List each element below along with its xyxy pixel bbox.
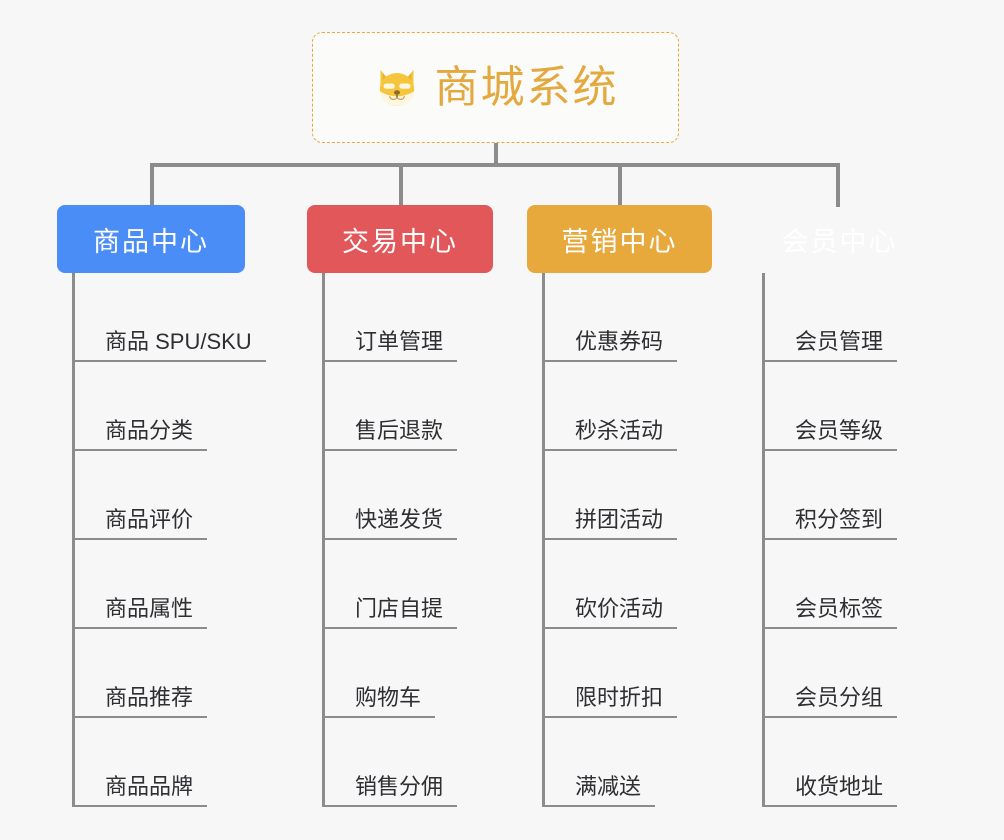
leaf-underline bbox=[72, 627, 207, 629]
leaf-item[interactable]: 购物车 bbox=[307, 629, 493, 718]
leaf-item-label: 积分签到 bbox=[795, 507, 884, 532]
leaf-item-label: 拼团活动 bbox=[575, 507, 664, 532]
branch-column: 交易中心订单管理售后退款快递发货门店自提购物车销售分佣 bbox=[307, 205, 493, 807]
leaf-item[interactable]: 收货地址 bbox=[747, 718, 932, 807]
leaf-underline bbox=[322, 716, 435, 718]
leaf-item-label: 秒杀活动 bbox=[575, 418, 664, 443]
leaf-item-label: 会员分组 bbox=[795, 685, 884, 710]
leaf-underline bbox=[72, 449, 207, 451]
leaf-item[interactable]: 积分签到 bbox=[747, 451, 932, 540]
leaf-item[interactable]: 商品品牌 bbox=[57, 718, 245, 807]
leaf-list: 商品 SPU/SKU 商品分类商品评价商品属性商品推荐商品品牌 bbox=[57, 273, 266, 807]
leaf-underline bbox=[762, 716, 897, 718]
connector-drop-2 bbox=[399, 163, 403, 207]
leaf-item[interactable]: 商品推荐 bbox=[57, 629, 245, 718]
leaf-item[interactable]: 门店自提 bbox=[307, 540, 493, 629]
leaf-underline bbox=[322, 805, 457, 807]
leaf-item[interactable]: 砍价活动 bbox=[527, 540, 712, 629]
leaf-list: 会员管理会员等级积分签到会员标签会员分组收货地址 bbox=[747, 273, 932, 807]
leaf-item-label: 商品推荐 bbox=[105, 685, 194, 710]
leaf-underline bbox=[322, 627, 457, 629]
leaf-underline bbox=[762, 538, 897, 540]
leaf-underline bbox=[762, 805, 897, 807]
branch-spine bbox=[542, 273, 545, 807]
leaf-item[interactable]: 满减送 bbox=[527, 718, 712, 807]
leaf-item-label: 满减送 bbox=[575, 774, 642, 799]
leaf-item[interactable]: 会员等级 bbox=[747, 362, 932, 451]
leaf-item-label: 商品评价 bbox=[105, 507, 194, 532]
leaf-underline bbox=[322, 360, 457, 362]
connector-drop-1 bbox=[150, 163, 154, 207]
leaf-item[interactable]: 售后退款 bbox=[307, 362, 493, 451]
leaf-underline bbox=[542, 627, 677, 629]
leaf-item-label: 会员等级 bbox=[795, 418, 884, 443]
leaf-item-label: 订单管理 bbox=[355, 329, 444, 354]
leaf-list: 订单管理售后退款快递发货门店自提购物车销售分佣 bbox=[307, 273, 493, 807]
leaf-underline bbox=[542, 716, 677, 718]
category-node[interactable]: 会员中心 bbox=[781, 226, 898, 257]
leaf-item-label: 商品分类 bbox=[105, 418, 194, 443]
leaf-item-label: 售后退款 bbox=[355, 418, 444, 443]
leaf-item[interactable]: 商品 SPU/SKU bbox=[57, 273, 266, 362]
connector-horizontal-bus bbox=[150, 163, 836, 167]
leaf-list: 优惠券码秒杀活动拼团活动砍价活动限时折扣满减送 bbox=[527, 273, 712, 807]
leaf-underline bbox=[542, 805, 655, 807]
leaf-underline bbox=[72, 360, 266, 362]
leaf-underline bbox=[72, 538, 207, 540]
leaf-item[interactable]: 优惠券码 bbox=[527, 273, 712, 362]
leaf-underline bbox=[762, 360, 897, 362]
leaf-item-label: 门店自提 bbox=[355, 596, 444, 621]
leaf-underline bbox=[72, 805, 207, 807]
leaf-item[interactable]: 限时折扣 bbox=[527, 629, 712, 718]
leaf-underline bbox=[542, 449, 677, 451]
category-node[interactable]: 交易中心 bbox=[307, 205, 493, 273]
leaf-item[interactable]: 会员标签 bbox=[747, 540, 932, 629]
leaf-item-label: 商品品牌 bbox=[105, 774, 194, 799]
branch-column: 会员中心会员管理会员等级积分签到会员标签会员分组收货地址 bbox=[747, 205, 932, 807]
leaf-underline bbox=[762, 627, 897, 629]
leaf-item[interactable]: 会员管理 bbox=[747, 273, 932, 362]
leaf-item-label: 会员标签 bbox=[795, 596, 884, 621]
leaf-item[interactable]: 商品分类 bbox=[57, 362, 245, 451]
branch-column: 营销中心优惠券码秒杀活动拼团活动砍价活动限时折扣满减送 bbox=[527, 205, 712, 807]
leaf-item[interactable]: 秒杀活动 bbox=[527, 362, 712, 451]
leaf-item[interactable]: 快递发货 bbox=[307, 451, 493, 540]
leaf-item[interactable]: 拼团活动 bbox=[527, 451, 712, 540]
leaf-underline bbox=[322, 538, 457, 540]
leaf-item[interactable]: 商品评价 bbox=[57, 451, 245, 540]
leaf-item[interactable]: 会员分组 bbox=[747, 629, 932, 718]
leaf-item-label: 限时折扣 bbox=[575, 685, 664, 710]
root-title: 商城系统 bbox=[434, 62, 619, 112]
leaf-underline bbox=[72, 716, 207, 718]
leaf-item[interactable]: 订单管理 bbox=[307, 273, 493, 362]
branch-spine bbox=[72, 273, 75, 807]
leaf-item-label: 收货地址 bbox=[795, 774, 884, 799]
leaf-item-label: 商品属性 bbox=[105, 596, 194, 621]
leaf-item-label: 砍价活动 bbox=[575, 596, 664, 621]
connector-drop-3 bbox=[618, 163, 622, 207]
leaf-item-label: 快递发货 bbox=[355, 507, 444, 532]
leaf-item-label: 商品 SPU/SKU bbox=[105, 329, 252, 354]
category-node[interactable]: 营销中心 bbox=[527, 205, 712, 273]
branch-spine bbox=[762, 273, 765, 807]
category-node[interactable]: 商品中心 bbox=[57, 205, 245, 273]
leaf-underline bbox=[322, 449, 457, 451]
leaf-item-label: 会员管理 bbox=[795, 329, 884, 354]
dog-face-icon bbox=[373, 64, 421, 112]
connector-root-stem bbox=[494, 143, 498, 165]
connector-drop-4 bbox=[836, 163, 840, 207]
leaf-item[interactable]: 销售分佣 bbox=[307, 718, 493, 807]
branch-spine bbox=[322, 273, 325, 807]
leaf-item[interactable]: 商品属性 bbox=[57, 540, 245, 629]
leaf-underline bbox=[542, 538, 677, 540]
leaf-item-label: 优惠券码 bbox=[575, 329, 664, 354]
leaf-item-label: 购物车 bbox=[355, 685, 422, 710]
leaf-underline bbox=[542, 360, 677, 362]
leaf-underline bbox=[762, 449, 897, 451]
root-node[interactable]: 商城系统 bbox=[312, 32, 679, 143]
branch-column: 商品中心商品 SPU/SKU 商品分类商品评价商品属性商品推荐商品品牌 bbox=[57, 205, 266, 807]
leaf-item-label: 销售分佣 bbox=[355, 774, 444, 799]
